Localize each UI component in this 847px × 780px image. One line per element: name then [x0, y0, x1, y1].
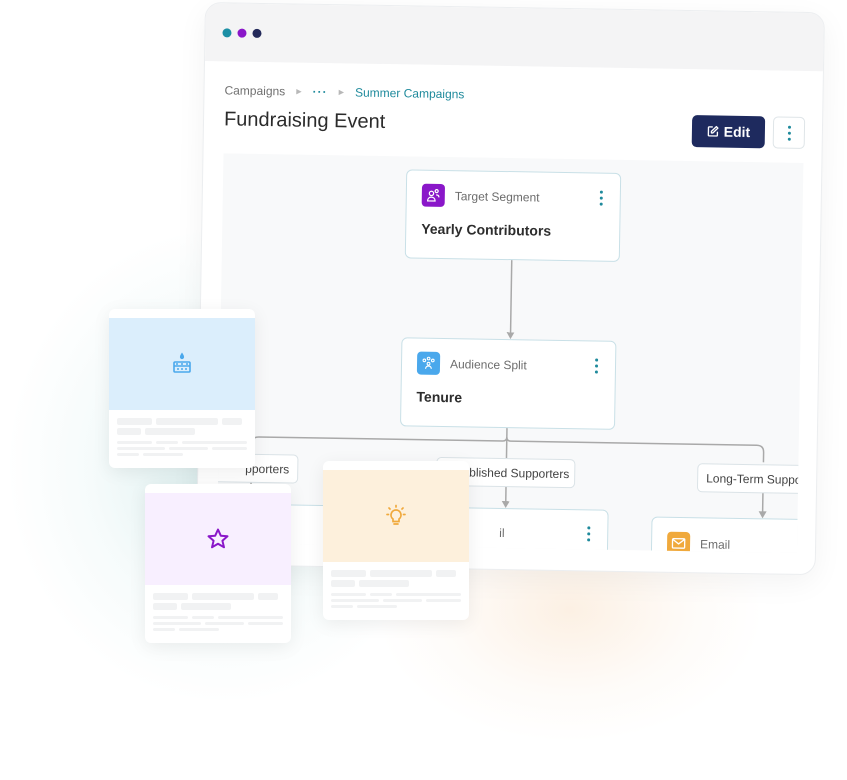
star-icon: [207, 528, 229, 549]
page-title: Fundraising Event: [223, 108, 386, 134]
template-card-birthday[interactable]: [109, 309, 255, 468]
node-type-label: Target Segment: [454, 188, 540, 205]
lightbulb-icon: [386, 504, 406, 525]
connector-branch-right: [506, 437, 765, 463]
branch-label-long-term-supporters[interactable]: Long-Term Suppo: [696, 463, 804, 495]
window-dot-teal[interactable]: [222, 27, 232, 37]
more-options-button[interactable]: [772, 116, 806, 149]
flow-node-audience-split[interactable]: Audience Split Tenure: [399, 337, 617, 430]
kebab-vertical-icon: [787, 125, 791, 141]
window-dot-purple[interactable]: [237, 28, 247, 38]
node-menu-kebab-icon[interactable]: [594, 358, 599, 374]
connector-segment-to-split: [509, 260, 513, 334]
template-placeholder-lines: [109, 410, 255, 468]
template-thumbnail: [145, 493, 291, 585]
flow-node-email-long-term[interactable]: Email: [650, 516, 804, 553]
breadcrumb-separator-icon: ▶: [338, 89, 345, 97]
flow-node-target-segment[interactable]: Target Segment Yearly Contributors: [404, 169, 622, 262]
flow-canvas[interactable]: Target Segment Yearly Contributors Audie…: [217, 153, 804, 553]
pencil-square-icon: [707, 125, 719, 137]
window-dot-navy[interactable]: [252, 28, 262, 38]
template-placeholder-lines: [145, 585, 291, 643]
edit-button[interactable]: Edit: [691, 115, 766, 149]
node-menu-kebab-icon[interactable]: [587, 526, 591, 542]
breadcrumb-campaigns[interactable]: Campaigns: [224, 83, 286, 99]
template-thumbnail: [109, 318, 255, 410]
template-card-star[interactable]: [145, 484, 291, 643]
branch-label-text: Long-Term Suppo: [706, 470, 802, 487]
node-type-label: Email: [699, 536, 731, 552]
node-type-label: il: [499, 525, 505, 540]
arrowhead-icon: [758, 511, 767, 519]
node-title: Tenure: [416, 388, 463, 406]
users-segment-icon: [421, 183, 446, 208]
template-card-idea[interactable]: [323, 461, 469, 620]
window-titlebar: [205, 3, 824, 72]
edit-button-label: Edit: [723, 123, 751, 141]
template-placeholder-lines: [323, 562, 469, 620]
breadcrumb-ellipsis[interactable]: ···: [312, 84, 328, 100]
envelope-icon: [666, 531, 691, 553]
audience-split-icon: [416, 351, 441, 375]
node-menu-kebab-icon[interactable]: [599, 190, 603, 206]
arrowhead-icon: [501, 500, 510, 509]
breadcrumb-summer-campaigns[interactable]: Summer Campaigns: [354, 85, 465, 102]
template-thumbnail: [323, 470, 469, 562]
breadcrumb: Campaigns ▶ ··· ▶ Summer Campaigns: [224, 83, 464, 101]
node-title: Yearly Contributors: [421, 220, 552, 239]
birthday-cake-icon: [173, 352, 191, 373]
arrowhead-icon: [506, 332, 515, 340]
breadcrumb-separator-icon: ▶: [296, 88, 302, 96]
node-type-label: Audience Split: [449, 356, 527, 372]
